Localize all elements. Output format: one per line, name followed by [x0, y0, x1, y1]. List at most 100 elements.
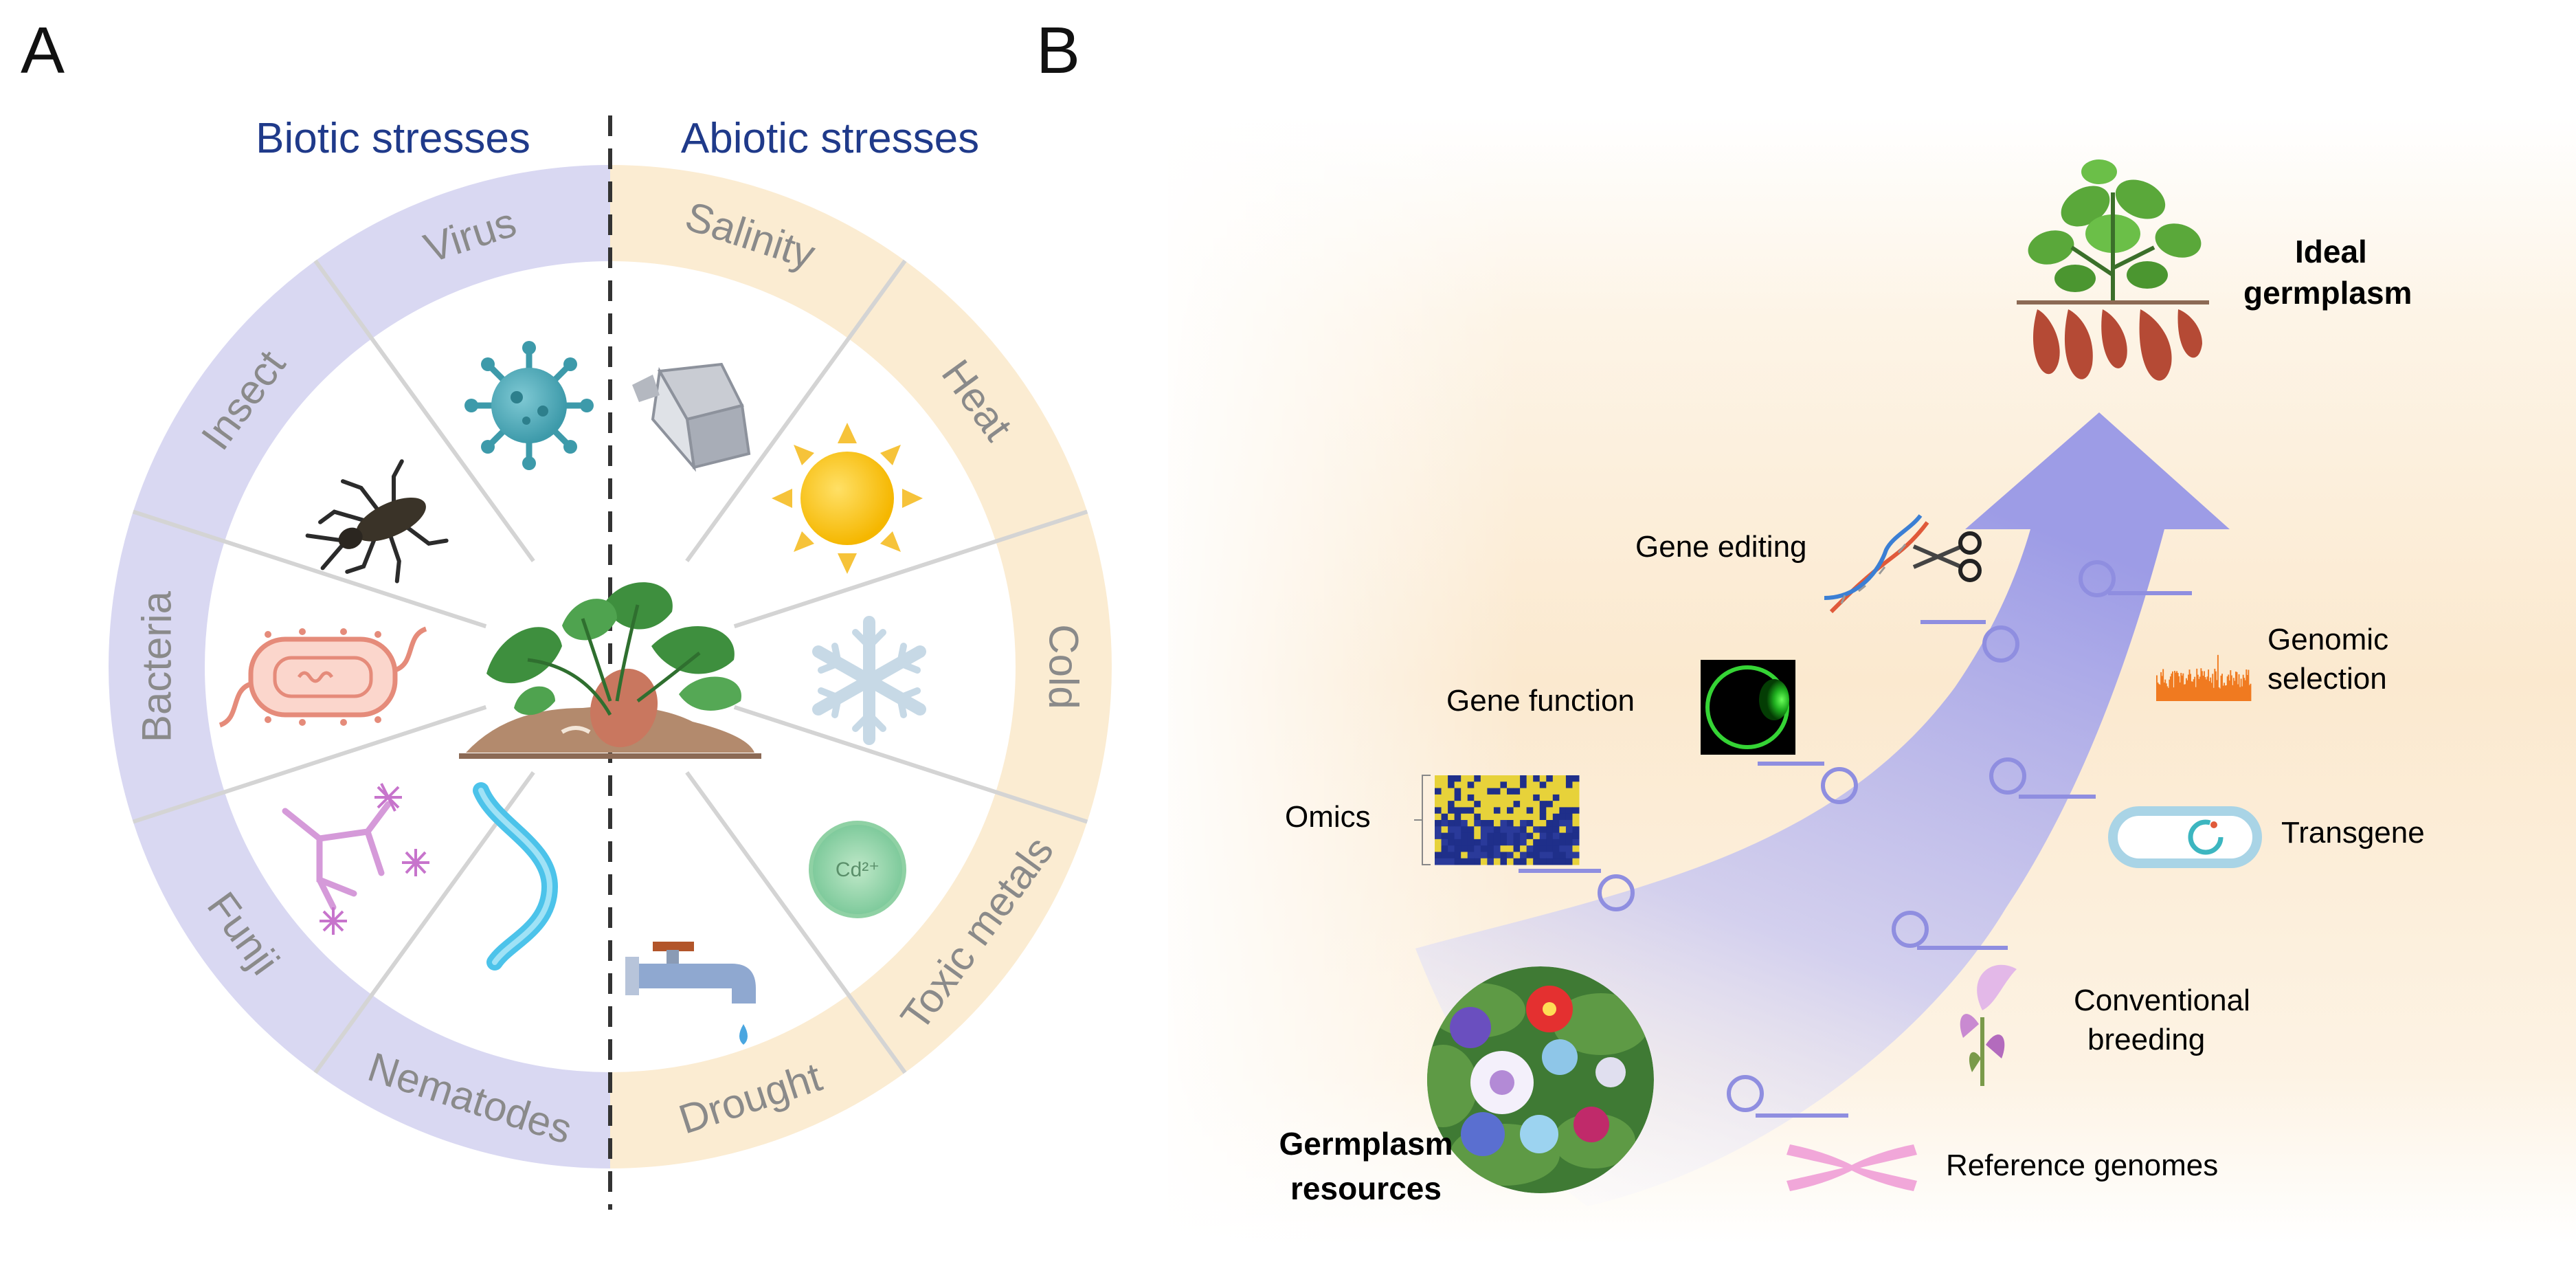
manhattan-bar: [2243, 678, 2245, 701]
heatmap-cell: [1572, 832, 1580, 840]
heatmap-cell: [1500, 788, 1508, 795]
heatmap-cell: [1461, 801, 1468, 808]
heatmap-cell: [1480, 794, 1488, 801]
manhattan-bar: [2241, 686, 2243, 701]
heatmap-cell: [1487, 813, 1494, 821]
heatmap-cell: [1513, 826, 1521, 834]
wheel-band-salinity: [610, 165, 906, 339]
heatmap-cell: [1435, 794, 1442, 801]
manhattan-bar: [2179, 682, 2181, 701]
manhattan-bar: [2214, 668, 2216, 701]
heatmap-cell: [1448, 839, 1455, 846]
germplasm-resources-image: [1427, 966, 1654, 1193]
heatmap-cell: [1533, 775, 1541, 782]
step-label-omics: Omics: [1285, 800, 1371, 834]
heatmap-cell: [1441, 788, 1448, 795]
heatmap-cell: [1513, 788, 1521, 795]
heatmap-cell: [1467, 852, 1475, 859]
heatmap-cell: [1533, 807, 1541, 814]
heatmap-cell: [1480, 820, 1488, 827]
heatmap-cell: [1546, 826, 1554, 834]
germplasm-resources-line1: Germplasm: [1279, 1126, 1453, 1162]
heatmap-cell: [1461, 845, 1468, 852]
manhattan-bar: [2201, 671, 2203, 701]
wheel-band-bacteria: [109, 511, 225, 822]
wheel-band-nematodes: [315, 995, 610, 1168]
panel-a: A Biotic stresses Abiotic stresses Salin…: [21, 14, 1112, 1210]
heatmap-cell: [1507, 807, 1514, 814]
heatmap-cell: [1493, 839, 1501, 846]
heatmap-cell: [1487, 839, 1494, 846]
heatmap-cell: [1546, 845, 1554, 852]
step-label-transgene: Transgene: [2281, 816, 2425, 850]
heatmap-cell: [1533, 839, 1541, 846]
heatmap-cell: [1513, 839, 1521, 846]
manhattan-bar: [2198, 678, 2200, 701]
heatmap-cell: [1474, 826, 1481, 834]
manhattan-bar: [2240, 678, 2242, 701]
heatmap-cell: [1565, 852, 1573, 859]
heatmap-cell: [1500, 858, 1508, 865]
wheel-band-virus: [315, 165, 610, 339]
heatmap-cell: [1526, 801, 1534, 808]
heatmap-cell: [1467, 775, 1475, 782]
manhattan-bar: [2172, 671, 2173, 701]
heatmap-cell: [1565, 820, 1573, 827]
manhattan-bar: [2208, 680, 2210, 701]
heatmap-cell: [1461, 807, 1468, 814]
heatmap-cell: [1493, 813, 1501, 821]
heatmap-cell: [1441, 820, 1448, 827]
heatmap-cell: [1572, 807, 1580, 814]
heatmap-cell: [1520, 832, 1527, 840]
heatmap-cell: [1572, 781, 1580, 789]
manhattan-bar: [2221, 674, 2223, 701]
heatmap-cell: [1448, 794, 1455, 801]
chromosome-icon: [1787, 1144, 1917, 1191]
manhattan-bar: [2182, 673, 2184, 701]
heatmap-cell: [1461, 839, 1468, 846]
heatmap-cell: [1546, 813, 1554, 821]
heatmap-cell: [1461, 775, 1468, 782]
heatmap-cell: [1572, 813, 1580, 821]
heatmap-cell: [1435, 807, 1442, 814]
manhattan-bar: [2162, 669, 2164, 701]
manhattan-bar: [2171, 673, 2173, 701]
heatmap-cell: [1546, 832, 1554, 840]
heatmap-cell: [1526, 826, 1534, 834]
heatmap-cell: [1552, 845, 1560, 852]
heatmap-cell: [1454, 794, 1461, 801]
heatmap-cell: [1441, 845, 1448, 852]
heatmap-cell: [1565, 807, 1573, 814]
manhattan-bar: [2195, 687, 2197, 701]
manhattan-bar: [2161, 676, 2163, 701]
heatmap-cell: [1500, 845, 1508, 852]
manhattan-bar: [2230, 670, 2232, 701]
manhattan-bar: [2244, 680, 2246, 701]
heatmap-cell: [1559, 813, 1567, 821]
heatmap-cell: [1487, 794, 1494, 801]
heatmap-cell: [1552, 807, 1560, 814]
heatmap-cell: [1572, 801, 1580, 808]
heatmap-cell: [1572, 775, 1580, 782]
heatmap-cell: [1500, 801, 1508, 808]
heatmap-cell: [1520, 858, 1527, 865]
manhattan-bar: [2237, 684, 2239, 701]
heatmap-cell: [1441, 832, 1448, 840]
manhattan-bar: [2181, 675, 2183, 701]
heatmap-cell: [1552, 858, 1560, 865]
heatmap-cell: [1507, 858, 1514, 865]
heatmap-cell: [1546, 794, 1554, 801]
heatmap-cell: [1507, 852, 1514, 859]
heatmap-cell: [1474, 794, 1481, 801]
manhattan-bar: [2156, 675, 2158, 701]
heatmap-cell: [1454, 788, 1461, 795]
heatmap-cell: [1526, 788, 1534, 795]
heatmap-cell: [1513, 807, 1521, 814]
heatmap-cell: [1480, 807, 1488, 814]
heatmap-cell: [1533, 813, 1541, 821]
heatmap-cell: [1539, 832, 1547, 840]
heatmap-cell: [1559, 845, 1567, 852]
fluorescent-cell-icon: [1701, 660, 1795, 755]
heatmap-cell: [1533, 826, 1541, 834]
